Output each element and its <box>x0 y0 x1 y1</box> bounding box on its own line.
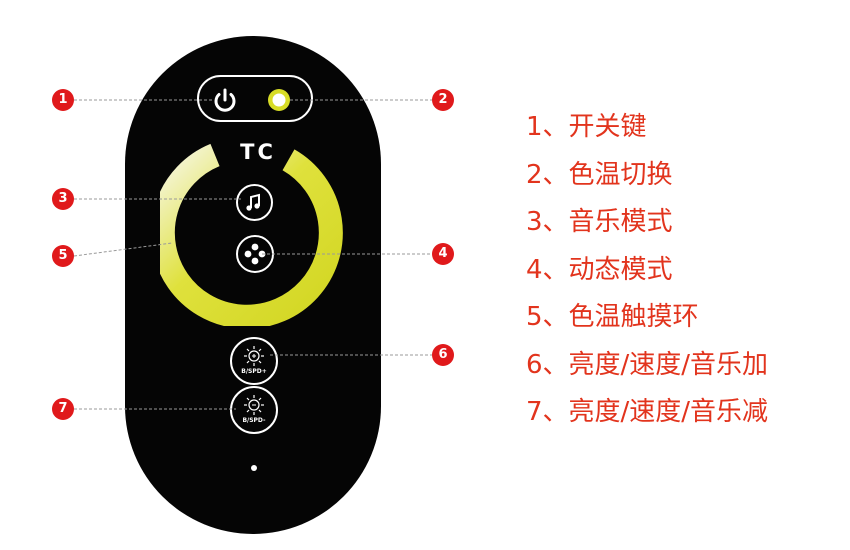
music-mode-button[interactable] <box>236 184 273 221</box>
color-temperature-icon <box>268 89 290 111</box>
callout-badge-5: 5 <box>52 245 74 267</box>
brightness-sun-icon <box>244 395 264 415</box>
brightness-minus-label: B/SPD- <box>242 417 266 424</box>
brand-logo: TC <box>240 140 276 164</box>
callout-badge-4: 4 <box>432 243 454 265</box>
top-button-pill <box>197 75 313 122</box>
brightness-speed-minus-button[interactable]: B/SPD- <box>230 386 278 434</box>
power-button[interactable] <box>208 83 242 117</box>
callout-badge-6: 6 <box>432 344 454 366</box>
power-icon <box>214 88 236 112</box>
legend-item: 3、音乐模式 <box>526 207 673 237</box>
callout-badge-1: 1 <box>52 89 74 111</box>
legend-item: 1、开关键 <box>526 112 647 142</box>
brightness-sun-icon <box>244 346 264 366</box>
color-temperature-touch-ring[interactable] <box>160 140 346 326</box>
music-note-icon <box>246 193 260 211</box>
button-legend: 1、开关键 2、色温切换 3、音乐模式 4、动态模式 5、色温触摸环 6、亮度/… <box>526 107 768 440</box>
color-temperature-toggle-button[interactable] <box>264 85 294 115</box>
legend-item: 6、亮度/速度/音乐加 <box>526 349 769 380</box>
legend-item: 2、色温切换 <box>526 159 673 190</box>
callout-badge-7: 7 <box>52 398 74 420</box>
legend-item: 7、亮度/速度/音乐减 <box>526 397 769 427</box>
callout-badge-3: 3 <box>52 188 74 210</box>
legend-item: 4、动态模式 <box>526 254 673 285</box>
indicator-led <box>251 465 257 471</box>
callout-badge-2: 2 <box>432 89 454 111</box>
brightness-speed-plus-button[interactable]: B/SPD+ <box>230 337 278 385</box>
brightness-plus-label: B/SPD+ <box>241 368 267 375</box>
legend-item: 5、色温触摸环 <box>526 302 699 332</box>
